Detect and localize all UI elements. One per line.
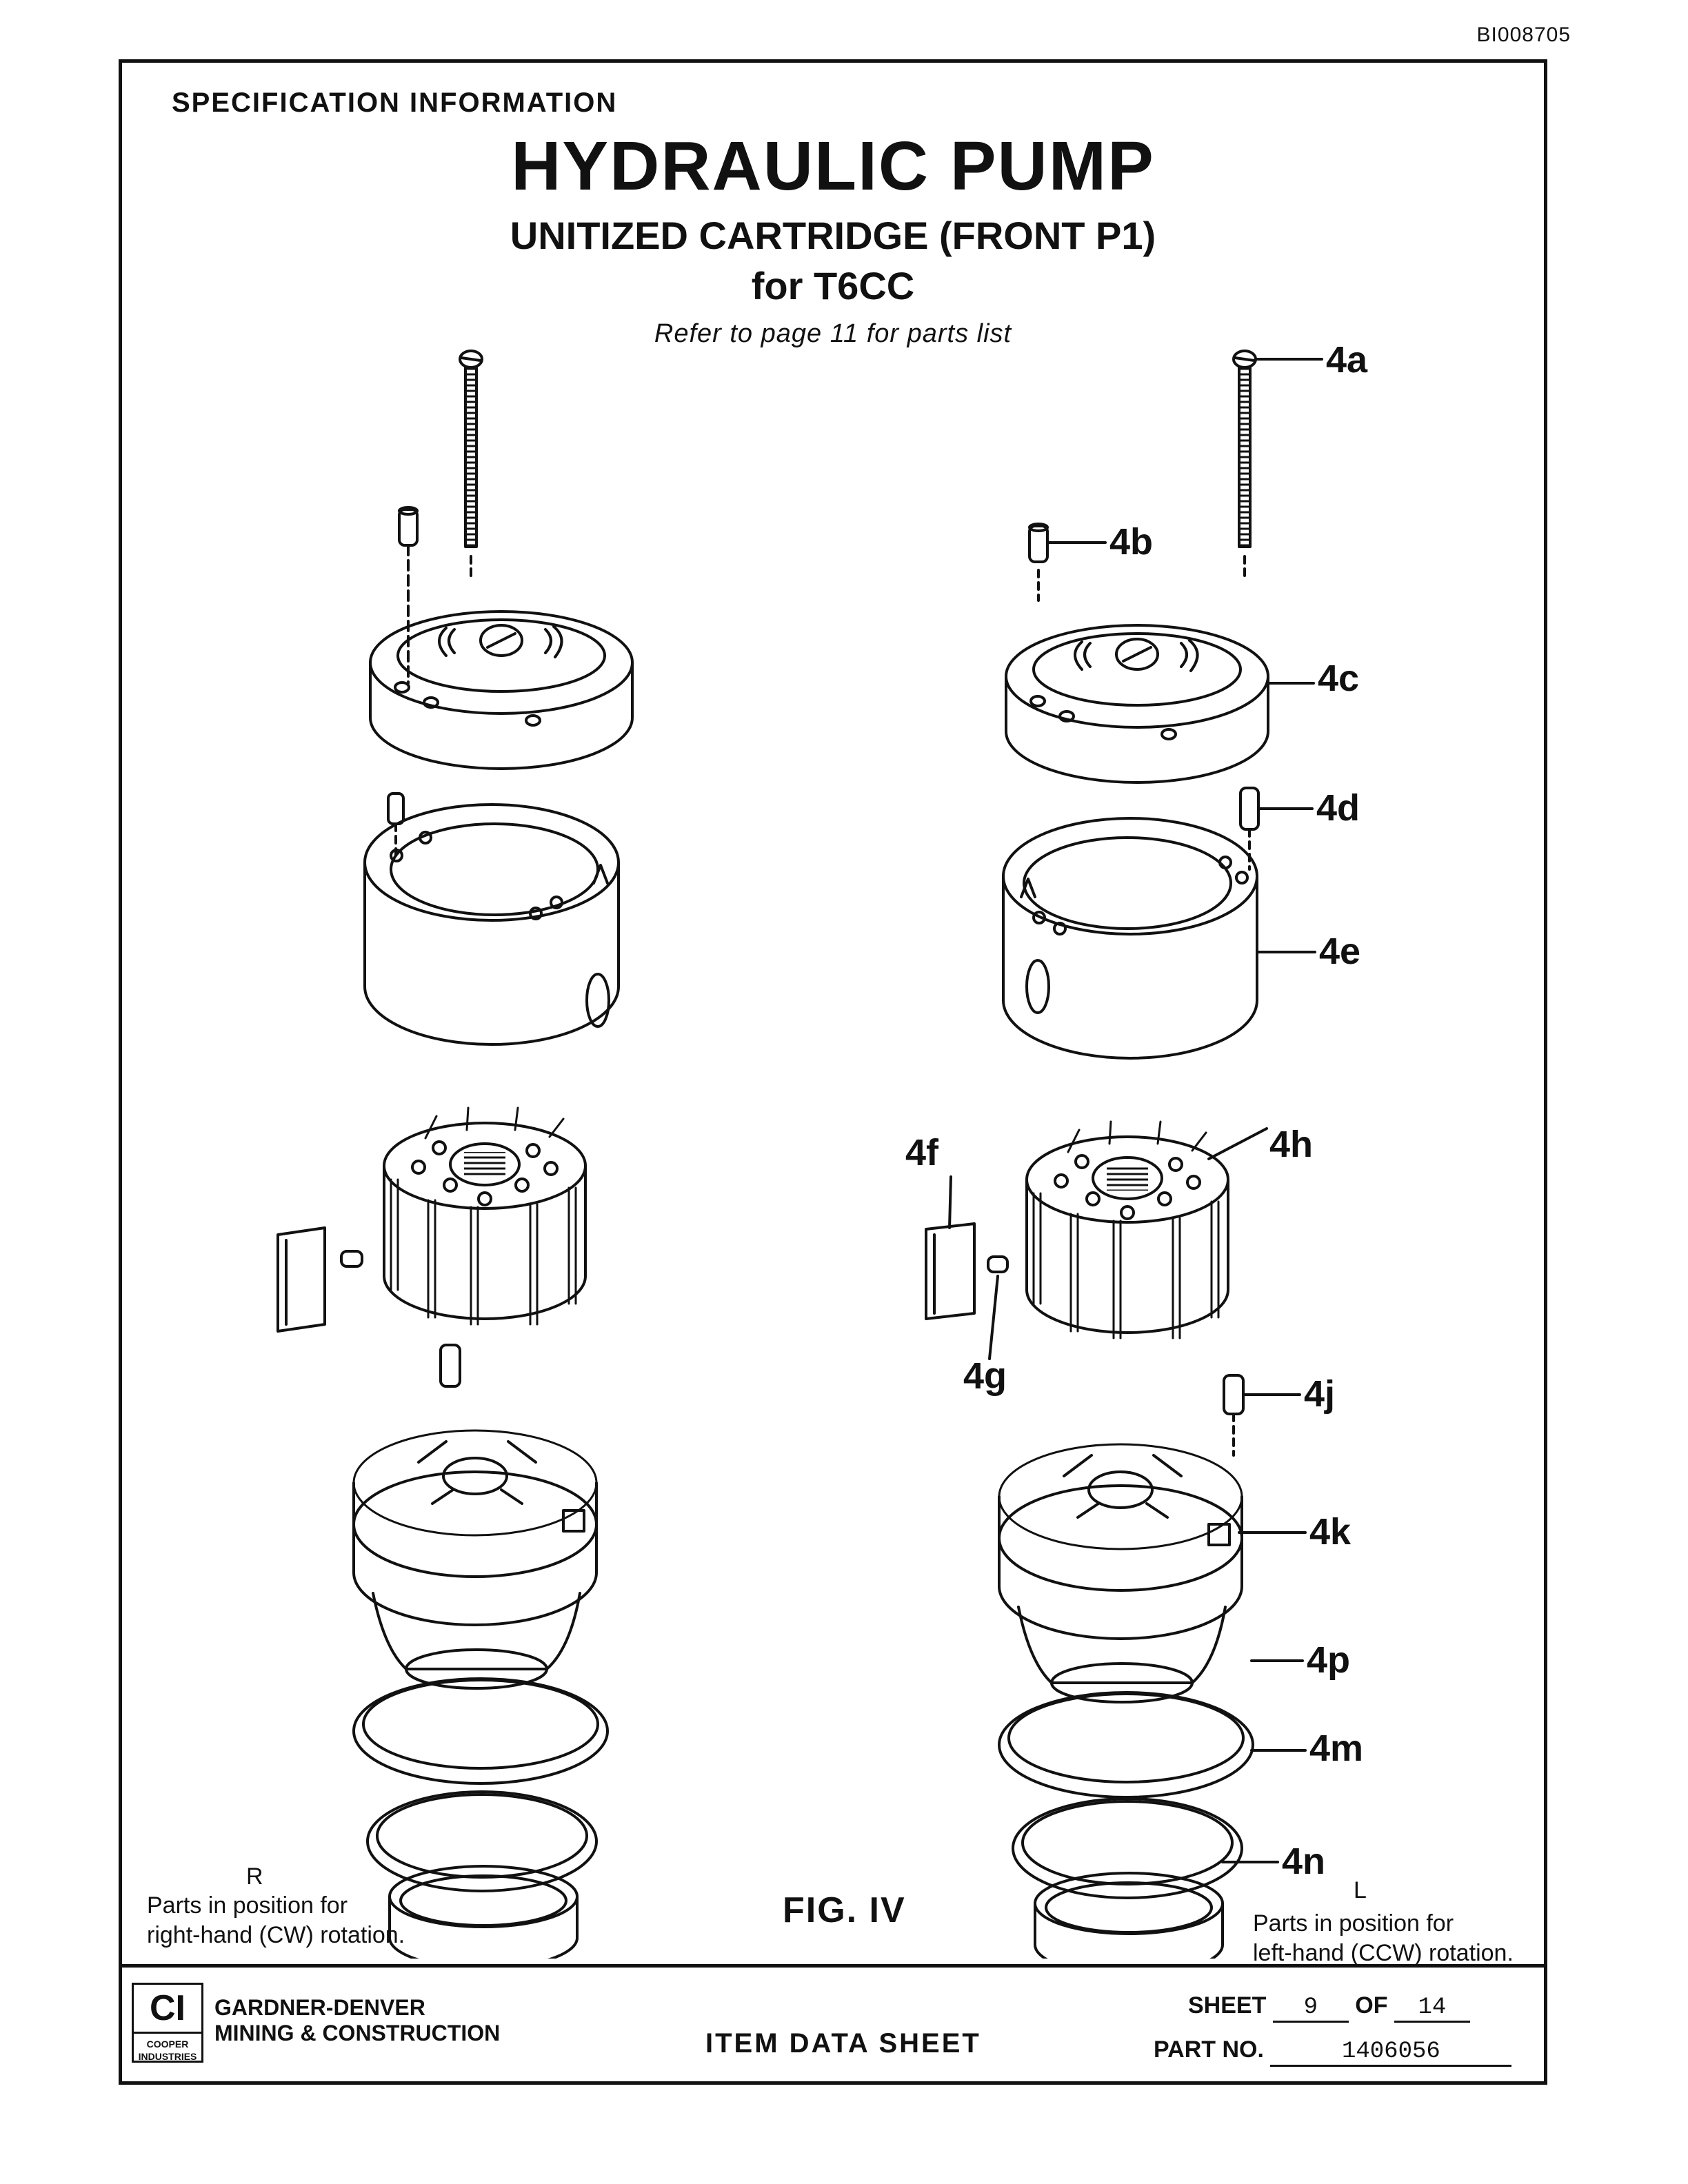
label-4g: 4g [963,1355,1007,1397]
label-4c: 4c [1318,658,1360,699]
of-label: OF [1355,1992,1388,2019]
left-rotation-note: Parts in position for right-hand (CW) ro… [147,1891,405,1950]
label-4b: 4b [1109,521,1154,563]
right-note-line-2: left-hand (CCW) rotation. [1253,1939,1514,1966]
left-port-plate [352,1429,598,1626]
right-rotor [1025,1120,1229,1339]
sheet-total: 14 [1394,1994,1470,2023]
spec-label: SPECIFICATION INFORMATION [172,88,618,118]
right-port-plate [998,1443,1243,1640]
right-rotation-letter: L [1354,1877,1367,1903]
right-screw [1232,350,1257,581]
right-note-line-1: Parts in position for [1253,1910,1454,1937]
sheet-label: SHEET [1188,1992,1267,2019]
left-cam-ring [363,803,620,1046]
company-logo: CI COOPER INDUSTRIES [132,1983,203,2063]
left-rotation-letter: R [246,1863,263,1890]
label-4p: 4p [1307,1639,1351,1681]
sheet-frame: SPECIFICATION INFORMATION HYDRAULIC PUMP… [119,59,1547,2085]
sheet-number-line: SHEET 9 OF 14 [1188,1992,1470,2023]
left-top-cap [369,610,634,770]
right-assembly [925,350,1269,1959]
page-title: HYDRAULIC PUMP [511,128,1155,205]
left-vane [277,1226,363,1333]
label-4j: 4j [1304,1373,1336,1415]
label-4f: 4f [905,1132,939,1173]
company-name: GARDNER-DENVER MINING & CONSTRUCTION [214,1995,500,2046]
right-dowel-pin-4j [1223,1374,1245,1457]
left-screw [459,350,483,581]
left-assembly [277,350,634,1959]
label-4k: 4k [1309,1511,1352,1553]
title-block-footer: CI COOPER INDUSTRIES GARDNER-DENVER MINI… [122,1964,1544,2085]
label-4m: 4m [1309,1728,1364,1769]
part-number: 1406056 [1270,2039,1512,2067]
label-4d: 4d [1316,787,1360,829]
company-line-1: GARDNER-DENVER [214,1995,425,2020]
logo-mark: CI [134,1985,201,2034]
leader-lines [948,358,1323,1863]
label-4a: 4a [1326,339,1368,381]
right-seal-rings [998,1691,1254,1959]
sheet-number: 9 [1272,1994,1349,2023]
left-dowel-pin [398,506,419,685]
model-line: for T6CC [751,264,915,307]
label-4e: 4e [1319,931,1361,972]
document-id: BI008705 [1476,23,1571,46]
left-note-line-1: Parts in position for [147,1892,348,1919]
right-cam-ring [1002,817,1258,1060]
logo-text: COOPER INDUSTRIES [138,2039,197,2062]
left-note-line-2: right-hand (CW) rotation. [147,1921,405,1948]
left-rotor [383,1106,587,1326]
figure-label: FIG. IV [783,1890,906,1930]
right-vane [925,1222,1009,1320]
title-block: HYDRAULIC PUMP UNITIZED CARTRIDGE (FRONT… [122,132,1544,349]
right-rotation-note: Parts in position for left-hand (CCW) ro… [1253,1909,1514,1968]
left-housing-lower [372,1592,581,1690]
right-top-cap [1005,624,1269,784]
label-4n: 4n [1282,1841,1326,1882]
label-4h: 4h [1269,1124,1314,1165]
parts-list-reference: Refer to page 11 for parts list [654,319,1012,348]
left-dowel-pin-3 [439,1344,461,1388]
right-housing-lower [1017,1606,1227,1703]
part-number-line: PART NO. 1406056 [1154,2036,1512,2067]
page-subtitle: UNITIZED CARTRIDGE (FRONT P1) [510,214,1156,257]
part-label: PART NO. [1154,2036,1264,2063]
left-seal-rings [352,1677,609,1959]
right-dowel-pin [1028,523,1049,602]
item-data-sheet-label: ITEM DATA SHEET [705,2028,981,2059]
exploded-view-drawing [277,350,1323,1959]
company-line-2: MINING & CONSTRUCTION [214,2020,501,2045]
